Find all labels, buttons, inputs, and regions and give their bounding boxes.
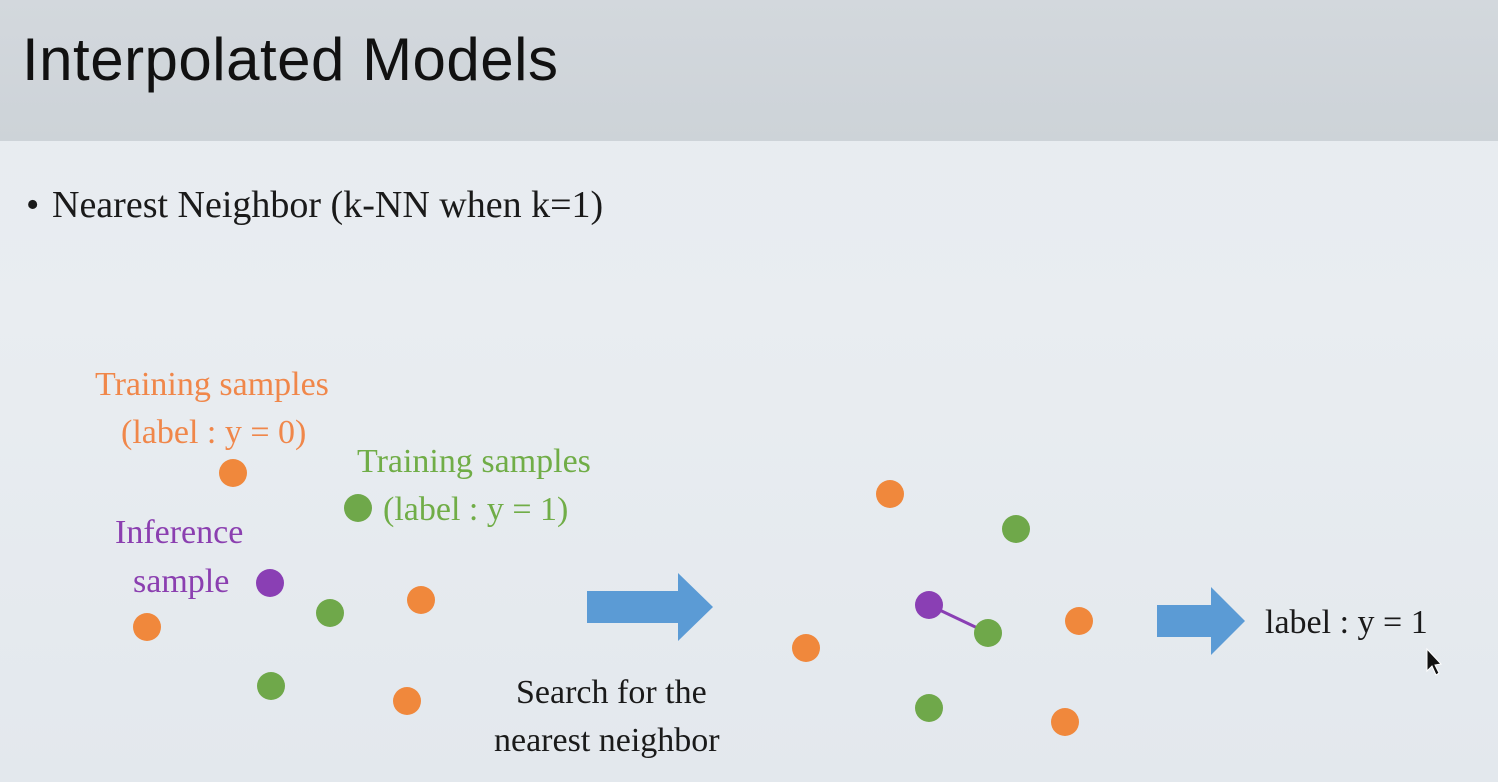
- title-bar: Interpolated Models: [0, 0, 1498, 141]
- training-class1-label-line1: Training samples: [357, 443, 591, 480]
- inference-point: [915, 591, 943, 619]
- training-class0-label-line1: Training samples: [95, 366, 329, 403]
- inference-label-line1: Inference: [115, 514, 244, 551]
- training-point-class1: [344, 494, 372, 522]
- training-point-class0: [393, 687, 421, 715]
- training-point-class0: [1065, 607, 1093, 635]
- search-caption-line1: Search for the: [516, 674, 707, 711]
- training-point-class1: [1002, 515, 1030, 543]
- mouse-cursor-icon: [1426, 647, 1443, 676]
- nearest-neighbor-point: [974, 619, 1002, 647]
- search-arrow: [587, 573, 713, 641]
- training-point-class0: [219, 459, 247, 487]
- training-point-class0: [792, 634, 820, 662]
- bullet-dot: •: [26, 184, 40, 226]
- bullet-text: Nearest Neighbor (k-NN when k=1): [52, 184, 604, 226]
- training-class0-label-line2: (label : y = 0): [121, 414, 307, 451]
- training-point-class1: [316, 599, 344, 627]
- result-arrow: [1157, 587, 1245, 655]
- result-label: label : y = 1: [1265, 604, 1428, 641]
- training-point-class1: [257, 672, 285, 700]
- training-point-class0: [133, 613, 161, 641]
- search-caption-line2: nearest neighbor: [494, 722, 720, 759]
- training-point-class0: [876, 480, 904, 508]
- training-point-class1: [915, 694, 943, 722]
- inference-label-line2: sample: [133, 563, 230, 600]
- training-class1-label-line2: (label : y = 1): [383, 491, 569, 528]
- training-point-class0: [1051, 708, 1079, 736]
- slide-title: Interpolated Models: [22, 26, 559, 93]
- inference-point: [256, 569, 284, 597]
- training-point-class0: [407, 586, 435, 614]
- bullet-item: • Nearest Neighbor (k-NN when k=1): [26, 186, 603, 224]
